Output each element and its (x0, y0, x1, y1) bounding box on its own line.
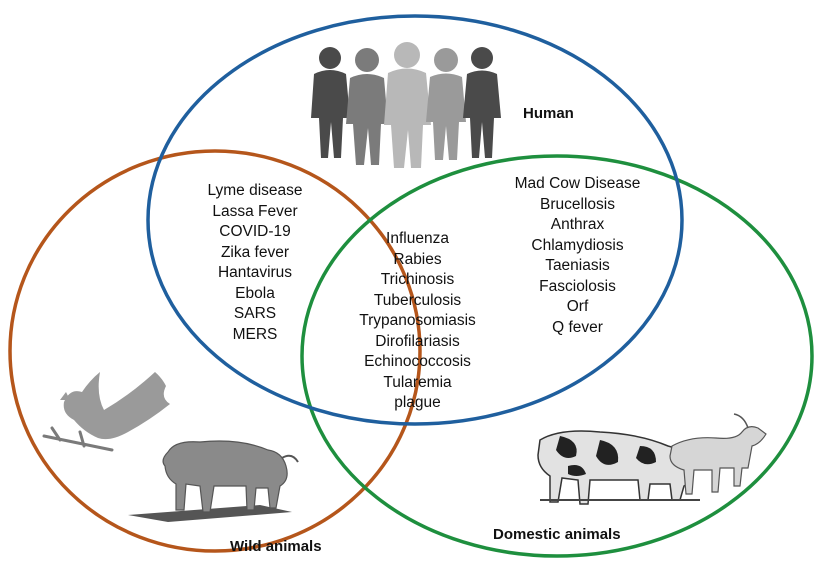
disease-item: Fasciolosis (480, 277, 675, 298)
disease-item: Ebola (185, 284, 325, 305)
disease-item: Influenza (335, 229, 500, 250)
disease-item: Mad Cow Disease (480, 174, 675, 195)
disease-item: Tularemia (335, 373, 500, 394)
person-silhouette (463, 47, 501, 158)
disease-item: Zika fever (185, 243, 325, 264)
cow-icon (538, 431, 700, 504)
disease-item: Anthrax (480, 215, 675, 236)
person-silhouette (426, 48, 466, 160)
person-silhouette (384, 42, 431, 168)
disease-item: SARS (185, 304, 325, 325)
bat-icon (44, 372, 170, 450)
disease-item: plague (335, 393, 500, 414)
disease-item: Trichinosis (335, 270, 500, 291)
disease-item: Hantavirus (185, 263, 325, 284)
disease-item: Taeniasis (480, 256, 675, 277)
disease-item: MERS (185, 325, 325, 346)
human-label: Human (523, 105, 574, 122)
disease-item: Dirofilariasis (335, 332, 500, 353)
domestic-animals-label: Domestic animals (493, 526, 621, 543)
people-silhouette-icon (311, 42, 501, 168)
disease-item: Lyme disease (185, 181, 325, 202)
disease-item: COVID-19 (185, 222, 325, 243)
person-silhouette (346, 48, 388, 165)
disease-item: Chlamydiosis (480, 236, 675, 257)
goat-icon (670, 414, 766, 494)
disease-item: Lassa Fever (185, 202, 325, 223)
buffalo-icon (128, 441, 298, 522)
disease-item: Rabies (335, 250, 500, 271)
disease-item: Q fever (480, 318, 675, 339)
wild-animals-label: Wild animals (230, 538, 322, 555)
disease-item: Tuberculosis (335, 291, 500, 312)
disease-item: Orf (480, 297, 675, 318)
disease-item: Echinococcosis (335, 352, 500, 373)
disease-item: Trypanosomiasis (335, 311, 500, 332)
person-silhouette (311, 47, 350, 158)
disease-item: Brucellosis (480, 195, 675, 216)
